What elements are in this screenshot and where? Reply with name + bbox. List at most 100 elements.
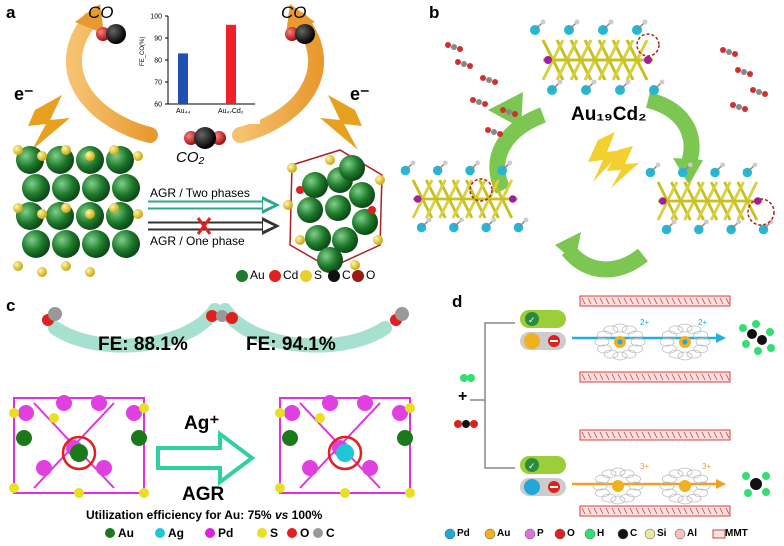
cd-atom xyxy=(544,56,552,64)
legend-d-swatch-al xyxy=(674,528,686,540)
ethane-molecule xyxy=(739,320,775,355)
pd-atom xyxy=(392,405,408,421)
cd-atom xyxy=(644,56,652,64)
au-atom xyxy=(16,146,44,174)
pd-atom xyxy=(362,460,378,476)
legend-a-label-cd: Cd xyxy=(283,268,299,282)
au-atom xyxy=(16,202,44,230)
s-atom xyxy=(37,267,47,277)
cluster-formula-label: Au₁₉Cd₂ xyxy=(571,104,647,125)
svg-text:✓: ✓ xyxy=(528,315,536,325)
electron-label-left: e⁻ xyxy=(14,84,34,104)
s-atom xyxy=(405,488,415,498)
au-atom xyxy=(112,230,140,258)
s-atom xyxy=(375,175,385,185)
adsorption-site-highlight xyxy=(636,33,660,57)
charge-label-1: 2+ xyxy=(698,318,708,327)
au-atom xyxy=(317,247,343,273)
s-atom xyxy=(109,203,119,213)
s-atom xyxy=(405,403,415,413)
s-atom xyxy=(315,413,325,423)
charge-label-3: 3+ xyxy=(640,462,650,471)
au-atom xyxy=(131,430,147,446)
legend-d-swatch-si xyxy=(644,528,656,540)
s-atom xyxy=(139,488,149,498)
pd-atom xyxy=(96,460,112,476)
panel-label-c: c xyxy=(6,296,16,315)
co2-molecule xyxy=(184,127,226,149)
au-atom xyxy=(282,430,298,446)
legend-d-label-au: Au xyxy=(497,528,511,539)
utilization-right: 100% xyxy=(291,508,323,522)
s-atom xyxy=(85,267,95,277)
s-atom xyxy=(13,203,23,213)
co-molecule-right xyxy=(285,24,315,44)
legend-a-swatch-c xyxy=(328,270,340,282)
s-atom xyxy=(61,261,71,271)
au44-cluster xyxy=(13,145,143,277)
cycle-arrow-bottom xyxy=(561,244,648,278)
au-atom xyxy=(297,197,323,223)
inset-xlabel-au44: Au₄₄ xyxy=(176,108,191,115)
au-atom xyxy=(82,230,110,258)
adsorption-site-highlight-2 xyxy=(469,178,493,202)
cross-icon xyxy=(196,217,212,235)
utilization-vs: vs xyxy=(274,508,289,522)
svg-text:✓: ✓ xyxy=(528,461,536,471)
center-atom xyxy=(336,444,354,462)
s-atom xyxy=(287,163,297,173)
mmt-layer xyxy=(579,371,731,383)
au-atom xyxy=(16,430,32,446)
legend-d-label-pd: Pd xyxy=(457,528,470,539)
legend-c-swatch-ag xyxy=(155,528,165,538)
curved-arrow-left xyxy=(65,12,158,143)
toggle-on-top: ✓ xyxy=(520,310,566,350)
s-atom xyxy=(133,151,143,161)
h2-molecule xyxy=(460,374,475,382)
au47cd2-cluster xyxy=(283,149,385,273)
co-label-left: CO xyxy=(88,3,114,22)
au-ag-pd-crystal-structure xyxy=(275,395,415,498)
toggle-on-bottom: ✓ xyxy=(520,456,566,496)
s-atom xyxy=(37,209,47,219)
panel-b: b Au₁₉Cd₂ xyxy=(393,0,784,288)
molecule-left xyxy=(42,307,62,326)
au-atom xyxy=(339,155,365,181)
mmt-layer xyxy=(579,295,731,307)
legend-c-label-pd: Pd xyxy=(218,526,234,540)
s-atom xyxy=(13,261,23,271)
au19cd2-cluster-bottom-right xyxy=(645,162,774,235)
legend-c-swatch-s xyxy=(257,528,267,538)
agr-arrow xyxy=(156,430,256,486)
legend-c-label-ag: Ag xyxy=(168,526,184,540)
co-molecule-left xyxy=(96,24,126,44)
legend-d-swatch-au xyxy=(484,528,496,540)
legend-d-swatch-pd xyxy=(444,528,456,540)
au-atom xyxy=(332,227,358,253)
mmt-layer xyxy=(579,505,731,517)
charge-label-4: 3+ xyxy=(702,462,712,471)
legend-c-swatch-c xyxy=(313,528,323,538)
s-atom xyxy=(283,200,293,210)
arrow-label-one-phase: AGR / One phase xyxy=(150,234,245,248)
legend-c-label-o: O xyxy=(300,526,310,540)
panel-label-a: a xyxy=(6,3,16,22)
fe-label-left: FE: 88.1% xyxy=(98,334,188,355)
s-atom xyxy=(9,483,19,493)
au-atom xyxy=(52,230,80,258)
arrow-label-two-phases: AGR / Two phases xyxy=(150,186,250,200)
lightning-icon-b xyxy=(588,132,623,182)
au-atom xyxy=(397,430,413,446)
arrow-one-phase xyxy=(148,217,280,235)
swoosh-arrow-right xyxy=(218,303,392,353)
au-atom xyxy=(352,209,378,235)
legend-a-swatch-o xyxy=(352,270,364,282)
legend-c-swatch-au xyxy=(105,528,115,538)
legend-c-swatch-o xyxy=(287,528,297,538)
legend-d-label-c: C xyxy=(630,528,638,539)
branch-line xyxy=(470,322,515,401)
s-atom xyxy=(373,235,383,245)
inset-bar-au44 xyxy=(178,53,188,104)
